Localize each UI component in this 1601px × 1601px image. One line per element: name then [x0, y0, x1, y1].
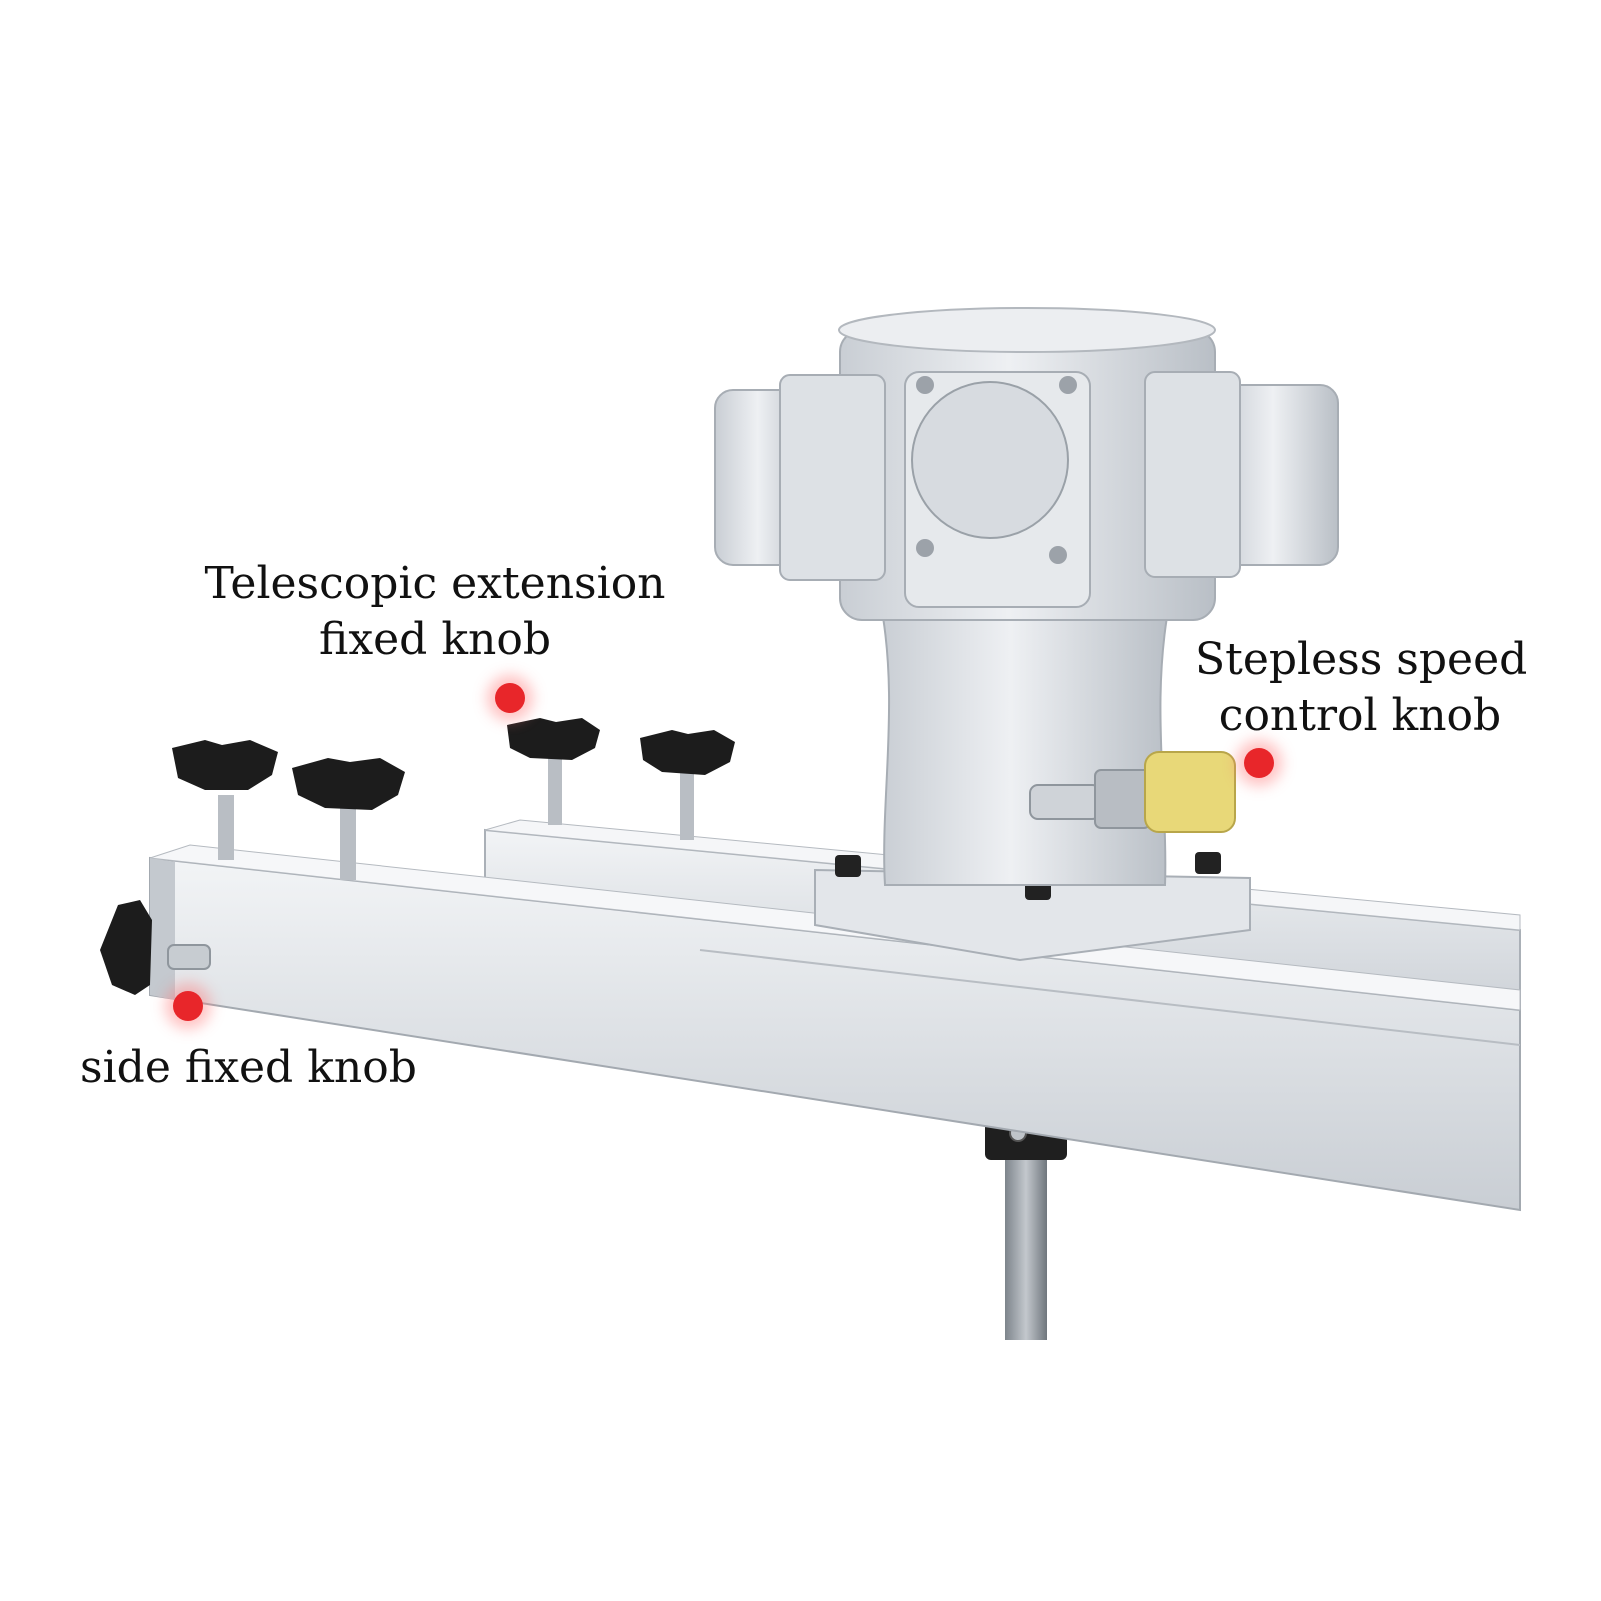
- telescopic-label-line2: fixed knob: [318, 614, 551, 665]
- side-knob-label: side fixed knob: [80, 1042, 417, 1093]
- speed-control-valve: [1029, 751, 1236, 833]
- red-dot-marker-icon: [495, 683, 525, 713]
- stand-pole: [985, 1105, 1067, 1340]
- telescopic-label-line1: Telescopic extension: [204, 558, 666, 609]
- telescopic-knob-label: Telescopic extension fixed knob: [200, 556, 670, 668]
- red-dot-marker-icon: [173, 991, 203, 1021]
- stepless-label-line2: control knob: [1218, 690, 1502, 741]
- red-dot-marker-icon: [1244, 748, 1274, 778]
- knob-back-right: [640, 730, 735, 840]
- knob-front-left: [172, 740, 278, 860]
- base-plate: [814, 852, 1251, 962]
- knob-side: [100, 900, 211, 995]
- knob-back-left: [507, 718, 600, 825]
- stepless-knob-label: Stepless speed control knob: [1195, 632, 1528, 744]
- stepless-label-line1: Stepless speed: [1195, 634, 1528, 685]
- air-motor: [714, 307, 1339, 886]
- knob-front-right: [292, 758, 405, 880]
